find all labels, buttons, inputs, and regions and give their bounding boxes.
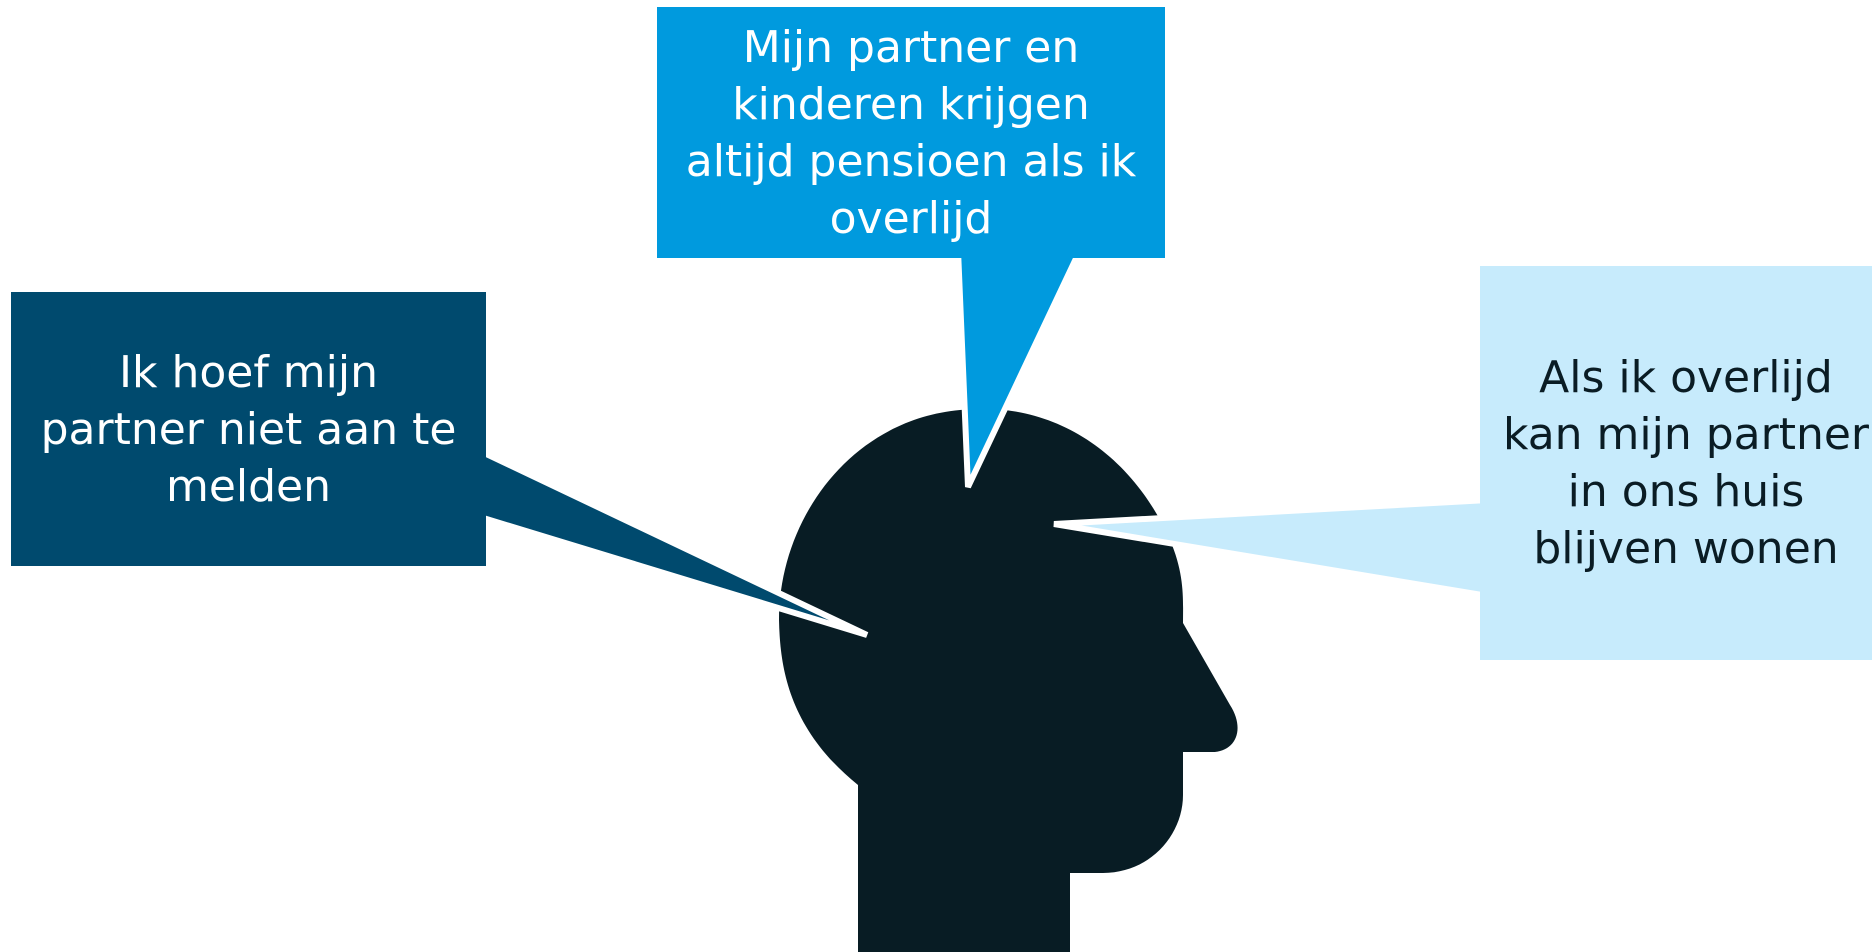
speech-bubble-left: Ik hoef mijn partner niet aan te melden (11, 292, 486, 566)
head-silhouette-icon (779, 408, 1238, 952)
speech-bubble-right: Als ik overlijd kan mijn partner in ons … (1480, 266, 1872, 660)
speech-bubble-top: Mijn partner en kinderen krijgen altijd … (657, 7, 1165, 258)
speech-bubble-top-text: Mijn partner en kinderen krijgen altijd … (685, 21, 1137, 244)
speech-bubble-left-text: Ik hoef mijn partner niet aan te melden (40, 346, 457, 512)
speech-bubble-right-text: Als ik overlijd kan mijn partner in ons … (1502, 352, 1869, 574)
